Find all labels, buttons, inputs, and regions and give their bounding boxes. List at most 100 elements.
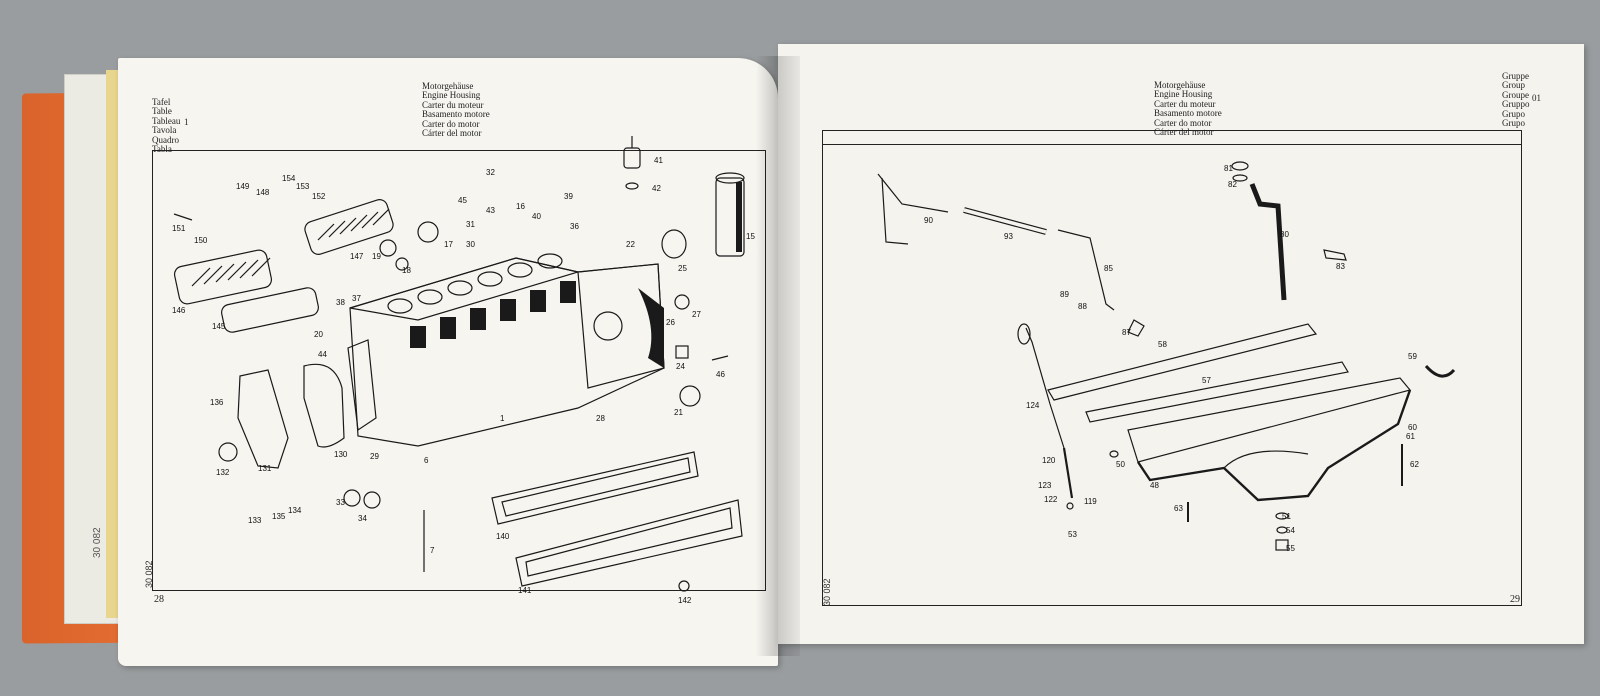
part-number-label: 48 (1150, 481, 1159, 490)
crank-bore (593, 311, 623, 341)
part-number-label: 153 (296, 182, 310, 191)
right-page: Motorgehäuse Engine Housing Carter du mo… (778, 44, 1584, 644)
header-label: Table (152, 106, 172, 117)
part-number-label: 135 (272, 512, 286, 521)
part-number-label: 124 (1026, 401, 1040, 410)
part-number-label: 140 (496, 532, 510, 541)
part-number-label: 57 (1202, 376, 1211, 385)
cylinder-liner (715, 177, 745, 257)
liner-shading (736, 182, 742, 252)
section-title-block: Motorgehäuse Engine Housing Carter du mo… (422, 81, 490, 138)
header-label: Group (1502, 80, 1525, 91)
block-end-wall (347, 339, 377, 432)
part-number-label: 25 (678, 264, 687, 273)
cylinder-window (470, 308, 486, 330)
part-number-label: 151 (172, 224, 186, 233)
gasket-130 (303, 363, 345, 448)
seal-21 (679, 385, 701, 407)
part-number-label: 85 (1104, 264, 1113, 273)
section-title: Carter do motor (422, 118, 480, 129)
header-label: Tabla (152, 144, 172, 155)
header-label: Groupe (1502, 89, 1529, 100)
part-number-label: 80 (1280, 230, 1289, 239)
header-label: Tavola (152, 125, 177, 136)
part-number-label: 150 (194, 236, 208, 245)
section-title: Engine Housing (1154, 89, 1213, 100)
diagram-frame (152, 150, 766, 591)
header-label: Grupo (1502, 118, 1525, 129)
part-number-label: 36 (570, 222, 579, 231)
bolt-142 (678, 580, 690, 592)
part-number-label: 28 (596, 414, 605, 423)
part-number-label: 146 (172, 306, 186, 315)
washer-82 (1232, 174, 1248, 182)
oil-pipe-80 (1249, 183, 1287, 301)
part-number-label: 41 (654, 156, 663, 165)
sensor-washer-42 (625, 182, 639, 190)
part-number-label: 120 (1042, 456, 1056, 465)
engine-block-outline (349, 257, 665, 447)
part-number-label: 42 (652, 184, 661, 193)
seal-54 (1276, 526, 1288, 534)
group-number: 01 (1532, 93, 1541, 103)
cylinder-window (500, 299, 516, 321)
header-label: Gruppo (1502, 99, 1530, 110)
bracket-83 (1323, 249, 1347, 261)
part-number-label: 93 (1004, 232, 1013, 241)
oil-pipe-85 (1057, 229, 1115, 311)
seal-34 (363, 491, 381, 509)
part-number-label: 83 (1336, 262, 1345, 271)
part-number-label: 21 (674, 408, 683, 417)
washer-119 (1066, 502, 1074, 510)
part-number-label: 30 (466, 240, 475, 249)
part-number-label: 145 (212, 322, 226, 331)
part-number-label: 59 (1408, 352, 1417, 361)
part-number-label: 16 (516, 202, 525, 211)
bolt-151 (173, 213, 193, 221)
section-title: Carter du moteur (422, 99, 484, 110)
part-number-label: 60 (1408, 423, 1417, 432)
part-number-label: 6 (424, 456, 429, 465)
oil-sensor-body (623, 147, 641, 169)
group-label-block: Gruppe Group Groupe Gruppo Grupo Grupo (1502, 71, 1530, 129)
part-number-label: 20 (314, 330, 323, 339)
oil-pan-sump (1137, 389, 1412, 502)
part-number-label: 62 (1410, 460, 1419, 469)
part-number-label: 89 (1060, 290, 1069, 299)
part-number-label: 81 (1224, 164, 1233, 173)
table-number: 1 (184, 117, 189, 127)
cylinder-window (440, 317, 456, 339)
cylinder-bore (477, 271, 503, 287)
part-number-label: 133 (248, 516, 262, 525)
part-number-label: 134 (288, 506, 302, 515)
part-number-label: 154 (282, 174, 296, 183)
part-number-label: 53 (1068, 530, 1077, 539)
header-label: Gruppe (1502, 71, 1529, 81)
cover-vent-slot (191, 267, 211, 287)
plug-24 (675, 345, 689, 359)
ring-19 (379, 239, 397, 257)
part-number-label: 123 (1038, 481, 1052, 490)
dowel-46 (711, 355, 729, 361)
washer-51 (1275, 512, 1289, 520)
section-title: Basamento motore (1154, 108, 1222, 119)
part-number-label: 44 (318, 350, 327, 359)
cover-vent-slot (317, 223, 335, 241)
section-title: Motorgehäuse (422, 81, 474, 91)
liner-top (715, 172, 745, 184)
ring-18 (395, 257, 409, 271)
cover-vent-slot (350, 214, 368, 232)
cylinder-bore (447, 280, 473, 296)
diagram-frame (822, 130, 1522, 606)
part-number-label: 122 (1044, 495, 1058, 504)
part-number-label: 18 (402, 266, 411, 275)
part-number-label: 29 (370, 452, 379, 461)
cylinder-window (560, 281, 576, 303)
part-number-label: 33 (336, 498, 345, 507)
part-number-label: 149 (236, 182, 250, 191)
part-number-label: 90 (924, 216, 933, 225)
ring-26 (674, 294, 690, 310)
cylinder-bore (507, 262, 533, 278)
side-cover-147 (304, 199, 394, 255)
